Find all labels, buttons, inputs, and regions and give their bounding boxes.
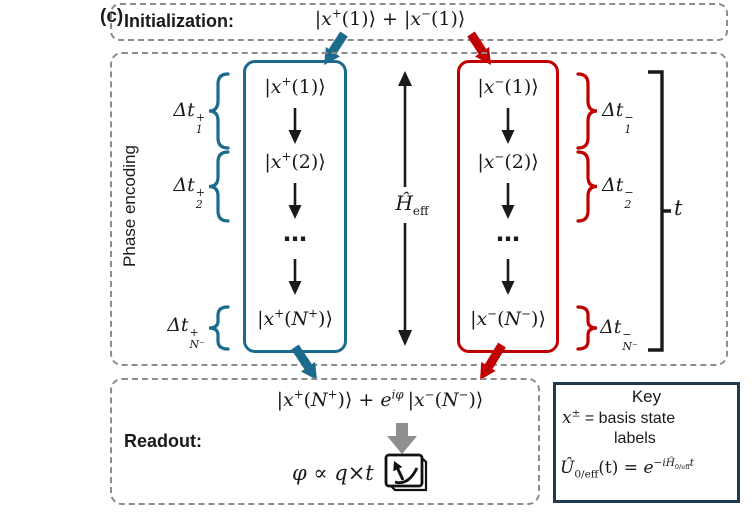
- ellipsis-left: ⋯: [283, 224, 307, 253]
- phi-formula: φ ∝ q×t: [292, 461, 374, 485]
- dt-plus-N-label: Δt+N⁻: [167, 314, 205, 352]
- down-arrow-icon: [288, 108, 302, 144]
- readout-formula: |x+(N+)⟩ + eiφ|x−(N−)⟩: [276, 387, 484, 411]
- ket-x-plus-1-state: |x+(1)⟩: [264, 74, 326, 98]
- phase-encoding-label: Phase encoding: [120, 145, 139, 267]
- ket-x-minus-N: |x−(N−)⟩: [407, 387, 484, 411]
- red-flow-arrow-bottom-icon: [480, 342, 506, 380]
- heff-label: Ĥeff: [395, 191, 429, 218]
- down-arrow-icon: [501, 259, 515, 295]
- key-box: [553, 382, 740, 503]
- ket-x-plus-N-state: |x+(N+)⟩: [257, 306, 333, 330]
- dt-minus-2-label: Δt−2: [602, 174, 634, 212]
- key-unitary-line: Û0/eff(t) = e−iĤ0/efft: [560, 457, 694, 481]
- dt-minus-N-label: Δt−N⁻: [600, 316, 638, 354]
- time-label: t: [674, 196, 683, 220]
- time-bracket-icon: [648, 70, 671, 352]
- initialization-formula: |x+(1)⟩ + |x−(1)⟩: [314, 6, 466, 30]
- red-brace-icon: [576, 72, 598, 150]
- ellipsis-right: ⋯: [496, 224, 520, 253]
- red-brace-icon: [576, 150, 598, 223]
- readout-box: [110, 378, 540, 505]
- phase-encoding-box: [110, 52, 728, 366]
- gray-block-arrow-icon: [387, 423, 417, 454]
- gauge-meter-icon: [384, 453, 427, 492]
- dt-plus-2-label: Δt+2: [173, 174, 205, 212]
- dt-plus-1-label: Δt+1: [173, 99, 205, 137]
- ket-x-minus-2-state: |x−(2)⟩: [477, 149, 539, 173]
- ket-x-plus-1: |x+(1)⟩: [314, 6, 376, 30]
- dt-minus-1-label: Δt−1: [602, 99, 634, 137]
- teal-brace-icon: [208, 150, 230, 223]
- key-basis-state-line2: labels: [614, 430, 656, 447]
- down-arrow-icon: [288, 183, 302, 219]
- minus-branch-box: [457, 60, 559, 353]
- down-arrow-icon: [398, 223, 412, 346]
- key-title: Key: [631, 387, 662, 406]
- initialization-label: Initialization:: [124, 11, 234, 31]
- ket-x-minus-1-state: |x−(1)⟩: [477, 74, 539, 98]
- readout-label: Readout:: [124, 431, 202, 451]
- ket-x-plus-N: |x+(N+)⟩: [276, 387, 353, 411]
- teal-flow-arrow-bottom-icon: [291, 344, 317, 380]
- ket-x-plus-2-state: |x+(2)⟩: [264, 149, 326, 173]
- up-arrow-icon: [398, 71, 412, 187]
- down-arrow-icon: [501, 183, 515, 219]
- teal-brace-icon: [208, 305, 230, 351]
- key-basis-state-line: x± = basis state: [562, 407, 676, 428]
- down-arrow-icon: [288, 259, 302, 295]
- ket-x-minus-N-state: |x−(N−)⟩: [470, 306, 546, 330]
- ket-x-minus-1: |x−(1)⟩: [404, 6, 466, 30]
- down-arrow-icon: [501, 108, 515, 144]
- red-brace-icon: [576, 305, 598, 351]
- teal-brace-icon: [208, 72, 230, 150]
- phi-result-row: φ ∝ q×t: [292, 453, 428, 493]
- initialization-box: [110, 3, 728, 41]
